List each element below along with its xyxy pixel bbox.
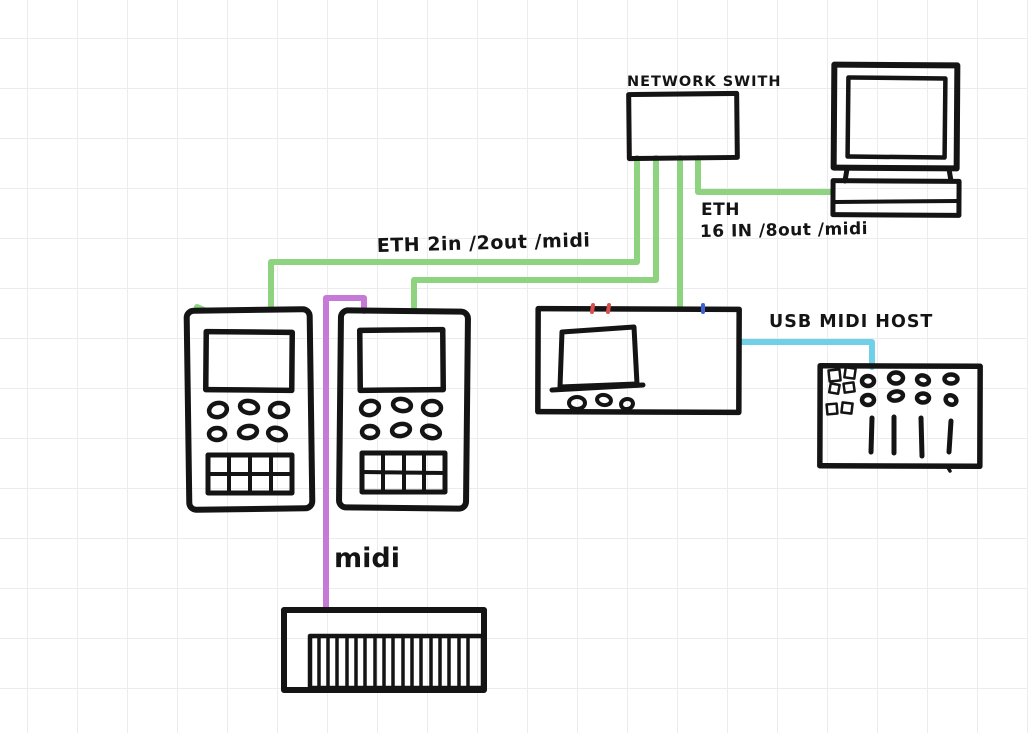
knob bbox=[859, 373, 877, 389]
knob bbox=[942, 372, 960, 386]
network-switch-label: NETWORK SWITH bbox=[627, 74, 782, 90]
keyboard-keybed-frame bbox=[307, 633, 486, 691]
controller-knobs bbox=[859, 370, 960, 408]
interface-knobs bbox=[567, 392, 635, 412]
knob bbox=[914, 391, 932, 405]
eth-line-synth2 bbox=[411, 155, 659, 313]
computer-base bbox=[830, 178, 962, 218]
knob bbox=[359, 423, 381, 441]
button-grid-lines bbox=[360, 451, 447, 494]
pad bbox=[825, 402, 839, 416]
desktop-computer bbox=[830, 61, 962, 218]
eth-line-computer bbox=[695, 155, 834, 195]
knob bbox=[886, 389, 906, 403]
synth1-button-grid bbox=[205, 452, 295, 496]
piano-keyboard bbox=[281, 607, 487, 693]
knob bbox=[390, 396, 414, 414]
monitor-frame bbox=[830, 61, 961, 172]
knob bbox=[237, 398, 261, 416]
interface-screen bbox=[557, 324, 640, 390]
network-switch-body bbox=[626, 90, 740, 162]
synth-device-2 bbox=[336, 307, 471, 512]
pad bbox=[843, 366, 857, 380]
pad bbox=[827, 368, 842, 383]
knob bbox=[567, 395, 587, 411]
controller-faders bbox=[868, 414, 954, 459]
controller-body bbox=[817, 362, 983, 470]
eth-computer-label-line2: 16 IN /8out /midi bbox=[700, 219, 868, 242]
usb-midi-host-label: USB MIDI HOST bbox=[769, 312, 933, 332]
knob bbox=[265, 425, 289, 443]
synth2-button-grid bbox=[359, 450, 448, 495]
knob bbox=[267, 400, 291, 420]
knob bbox=[419, 423, 443, 441]
knob bbox=[859, 392, 877, 408]
midi-line bbox=[323, 295, 367, 612]
pad bbox=[840, 401, 854, 415]
computer-base-divider bbox=[833, 199, 960, 204]
knob bbox=[943, 393, 959, 407]
synth2-screen bbox=[356, 326, 447, 394]
knob bbox=[206, 425, 228, 443]
controller-pads bbox=[825, 366, 857, 416]
pad bbox=[842, 381, 856, 394]
network-switch: NETWORK SWITH bbox=[626, 74, 782, 162]
eth-line-synth1 bbox=[268, 155, 640, 312]
knob bbox=[595, 392, 613, 408]
knob bbox=[236, 423, 260, 441]
knob bbox=[206, 400, 230, 420]
synth-device-1 bbox=[183, 306, 316, 513]
synth2-body bbox=[336, 307, 471, 512]
synth2-knobs bbox=[358, 396, 444, 441]
keyboard-keys bbox=[317, 635, 470, 689]
synth1-knobs bbox=[206, 398, 291, 443]
knob bbox=[389, 421, 413, 439]
interface-screen-base bbox=[549, 382, 646, 393]
button-grid-lines bbox=[206, 453, 294, 495]
knob bbox=[358, 398, 382, 418]
eth-synths-label: ETH 2in /2out /midi bbox=[377, 229, 591, 257]
knob bbox=[619, 396, 635, 412]
red-port-marks bbox=[590, 303, 611, 314]
pad bbox=[827, 382, 841, 396]
knob bbox=[420, 398, 444, 418]
knob bbox=[886, 370, 906, 386]
controller-foot bbox=[945, 464, 952, 473]
usb-midi-controller bbox=[817, 362, 983, 473]
monitor-screen bbox=[845, 75, 948, 160]
audio-interface bbox=[535, 303, 742, 416]
knob bbox=[914, 373, 932, 387]
eth-connections bbox=[194, 155, 834, 313]
midi-label: midi bbox=[334, 543, 400, 574]
eth-computer-label-line1: ETH bbox=[701, 200, 740, 220]
synth1-screen bbox=[202, 328, 296, 394]
usb-line bbox=[738, 339, 875, 370]
synth1-body bbox=[183, 306, 316, 513]
interface-body bbox=[535, 305, 742, 416]
